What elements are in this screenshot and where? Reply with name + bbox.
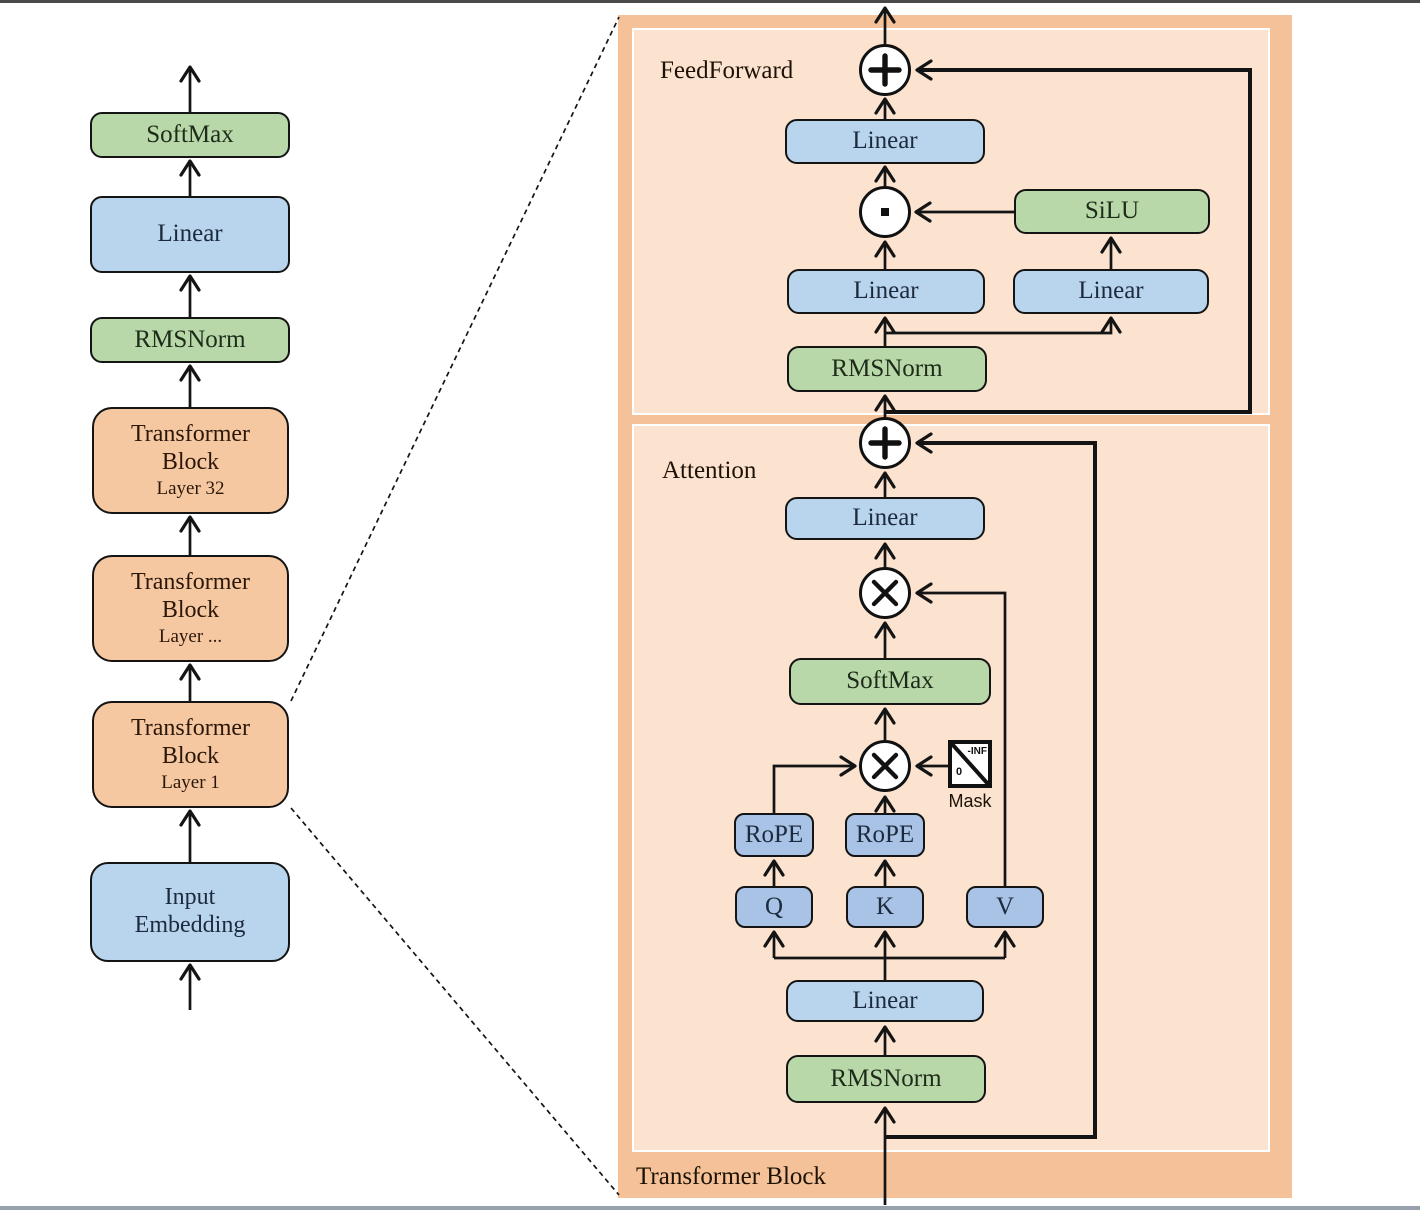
- input-embedding-block: Input Embedding: [90, 862, 290, 962]
- attention-arrows: [763, 471, 1016, 1205]
- input-embedding-line2: Embedding: [134, 912, 246, 938]
- tb32-line1: Transformer: [130, 420, 251, 447]
- value-label: V: [995, 892, 1015, 920]
- rope-k-block: RoPE: [845, 813, 925, 857]
- tb32-layer-label: Layer 32: [156, 478, 225, 500]
- attn-add-icon: [859, 417, 911, 469]
- tb1-line1: Transformer: [130, 714, 251, 741]
- attn-rmsnorm-block: RMSNorm: [786, 1055, 986, 1103]
- tb32-line2: Block: [161, 448, 220, 475]
- tbdots-line2: Block: [161, 596, 220, 623]
- attn-value-multiply-icon: [859, 567, 911, 619]
- left-rmsnorm-label: RMSNorm: [134, 325, 246, 353]
- transformer-block-layer1: Transformer Block Layer 1: [92, 701, 289, 808]
- ff-add-icon: [859, 44, 911, 96]
- tb1-layer-label: Layer 1: [161, 772, 220, 794]
- zoom-guide-dashed-lines: [290, 16, 620, 1196]
- mask-label: Mask: [948, 791, 992, 811]
- tbdots-layer-label: Layer ...: [158, 626, 223, 648]
- ff-silu-label: SiLU: [1084, 197, 1140, 225]
- ff-linear-gate-block: Linear: [787, 269, 985, 314]
- feedforward-panel-label: FeedForward: [660, 57, 794, 84]
- attention-residual-line: [885, 432, 1097, 1139]
- left-softmax-label: SoftMax: [146, 120, 234, 148]
- left-rmsnorm-block: RMSNorm: [90, 317, 290, 363]
- tb1-line2: Block: [161, 742, 220, 769]
- ff-linear-out-label: Linear: [852, 127, 918, 155]
- attn-linear-out-label: Linear: [852, 504, 918, 532]
- causal-mask-icon: -INF 0: [948, 740, 992, 788]
- attention-panel: [632, 424, 1270, 1152]
- attn-softmax-block: SoftMax: [789, 658, 991, 705]
- left-linear-label: Linear: [157, 220, 223, 248]
- attn-linear-qkv-block: Linear: [786, 980, 984, 1022]
- ff-linear-up-block: Linear: [1013, 269, 1209, 314]
- input-embedding-line1: Input: [164, 884, 216, 911]
- attention-panel-label: Attention: [662, 457, 757, 484]
- value-block: V: [966, 886, 1044, 928]
- ff-rmsnorm-block: RMSNorm: [787, 346, 987, 392]
- key-label: K: [875, 892, 895, 920]
- query-block: Q: [735, 886, 813, 928]
- screenshot-top-border: [0, 0, 1420, 3]
- key-block: K: [846, 886, 924, 928]
- mask-zero-value: 0: [956, 766, 963, 778]
- rope-q-block: RoPE: [734, 813, 814, 857]
- ff-linear-out-block: Linear: [785, 119, 985, 164]
- ff-silu-block: SiLU: [1014, 189, 1210, 234]
- left-softmax-block: SoftMax: [90, 112, 290, 158]
- ff-linear-gate-label: Linear: [853, 277, 919, 305]
- tbdots-line1: Transformer: [130, 568, 251, 595]
- attn-linear-qkv-label: Linear: [852, 986, 918, 1014]
- feedforward-residual-line: [885, 59, 1252, 414]
- attn-linear-out-block: Linear: [785, 497, 985, 540]
- transformer-block-layer-dots: Transformer Block Layer ...: [92, 555, 289, 662]
- ff-rmsnorm-label: RMSNorm: [831, 354, 943, 382]
- transformer-block-panel-label: Transformer Block: [636, 1163, 827, 1190]
- attn-rmsnorm-label: RMSNorm: [830, 1064, 942, 1092]
- rope-q-label: RoPE: [744, 820, 804, 848]
- ff-linear-up-label: Linear: [1078, 277, 1144, 305]
- ff-elementwise-product-icon: [859, 186, 911, 238]
- transformer-block-layer32: Transformer Block Layer 32: [92, 407, 289, 514]
- rope-k-label: RoPE: [855, 820, 915, 848]
- query-label: Q: [764, 892, 784, 920]
- screenshot-bottom-border: [0, 1206, 1420, 1210]
- attn-softmax-label: SoftMax: [846, 667, 934, 695]
- attn-qk-multiply-icon: [859, 740, 911, 792]
- mask-neg-inf-value: -INF: [967, 746, 987, 757]
- left-linear-block: Linear: [90, 196, 290, 273]
